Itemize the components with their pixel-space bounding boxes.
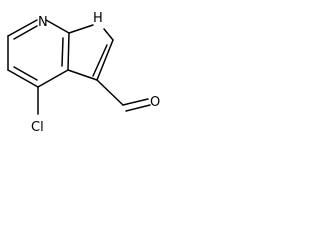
bond-c5-c4-inner <box>13 66 38 81</box>
substituents <box>37 79 151 115</box>
atom-labels: N H Cl O <box>31 11 160 135</box>
bond-c3a-c7a-inner <box>61 37 64 67</box>
bond-c4-c3a <box>37 69 69 88</box>
bond-c3a-c7a <box>67 32 70 71</box>
bond-c3-cho <box>96 79 124 106</box>
atom-label-pyridine-n: N <box>38 15 48 30</box>
bond-c3-c3a <box>67 69 98 81</box>
atom-label-pyrrole-nh: H <box>93 11 103 26</box>
bond-n7-c6-inner <box>13 25 38 40</box>
bond-c7a-n7 <box>45 19 70 34</box>
chemical-structure: N H Cl O <box>7 11 160 135</box>
bond-n7-c6 <box>7 19 38 37</box>
bond-c-o <box>122 98 149 106</box>
bond-c2-c3-inner <box>92 44 108 77</box>
bond-n1-c2 <box>103 28 114 41</box>
bond-c-o-inner <box>125 104 151 112</box>
bond-c5-c4 <box>7 69 39 88</box>
bond-c2-c3 <box>96 39 114 81</box>
atom-label-chlorine: Cl <box>31 120 44 135</box>
bond-c7a-n1 <box>68 24 94 34</box>
five-membered-ring <box>67 24 114 81</box>
six-membered-ring <box>7 19 70 88</box>
atom-label-aldehyde-oxygen: O <box>150 95 160 110</box>
